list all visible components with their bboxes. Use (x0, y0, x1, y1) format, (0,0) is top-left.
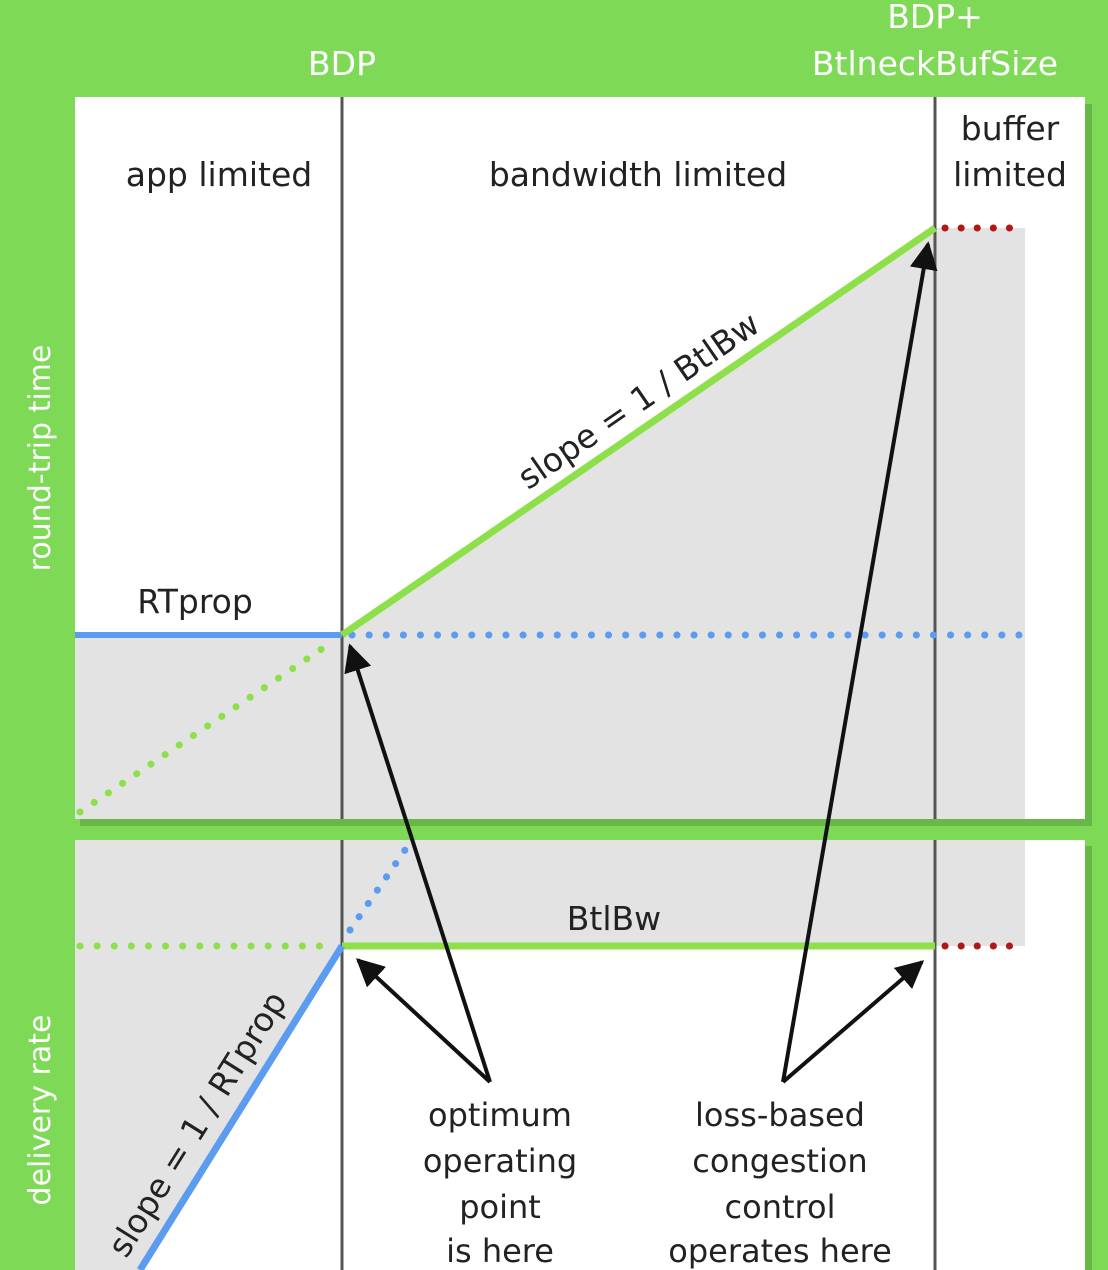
optimum-note-line2: operating (423, 1142, 577, 1180)
loss-note-line4: operates here (668, 1232, 892, 1270)
rtt-slope-line (340, 225, 937, 638)
rtprop-label: RTprop (137, 582, 253, 621)
app-limited-label: app limited (126, 155, 312, 194)
loss-arrow-top (781, 241, 938, 1083)
bandwidth-limited-label: bandwidth limited (489, 155, 787, 194)
loss-note-line3: control (725, 1188, 836, 1226)
delivery-rate-axis-label: delivery rate (23, 1015, 58, 1206)
loss-arrow-bottom (781, 960, 925, 1084)
bdp-plus-label: BDP+ (887, 0, 983, 36)
buffer-limited-label-line1: buffer (961, 109, 1060, 148)
optimum-arrow-bottom (355, 958, 492, 1084)
round-trip-time-axis-label: round-trip time (23, 345, 58, 572)
delivery-slope-line (137, 944, 345, 1270)
loss-note-line1: loss-based (695, 1096, 865, 1134)
delivery-slope-dotted-extension (346, 846, 409, 934)
optimum-arrow-top (344, 643, 492, 1083)
bottom-shade-right (342, 840, 1025, 946)
bdp-label: BDP (308, 44, 376, 83)
rtt-dotted-green-below (76, 636, 339, 816)
optimum-note-line3: point (459, 1188, 541, 1226)
btlbw-label: BtlBw (567, 899, 661, 938)
buffer-limited-label-line2: limited (953, 155, 1067, 194)
btlneck-bufsize-label: BtlneckBufSize (812, 44, 1058, 83)
bottom-shade-app (75, 840, 342, 1270)
optimum-note-line1: optimum (428, 1096, 572, 1134)
loss-note-line2: congestion (692, 1142, 867, 1180)
optimum-note-line4: is here (446, 1232, 554, 1270)
